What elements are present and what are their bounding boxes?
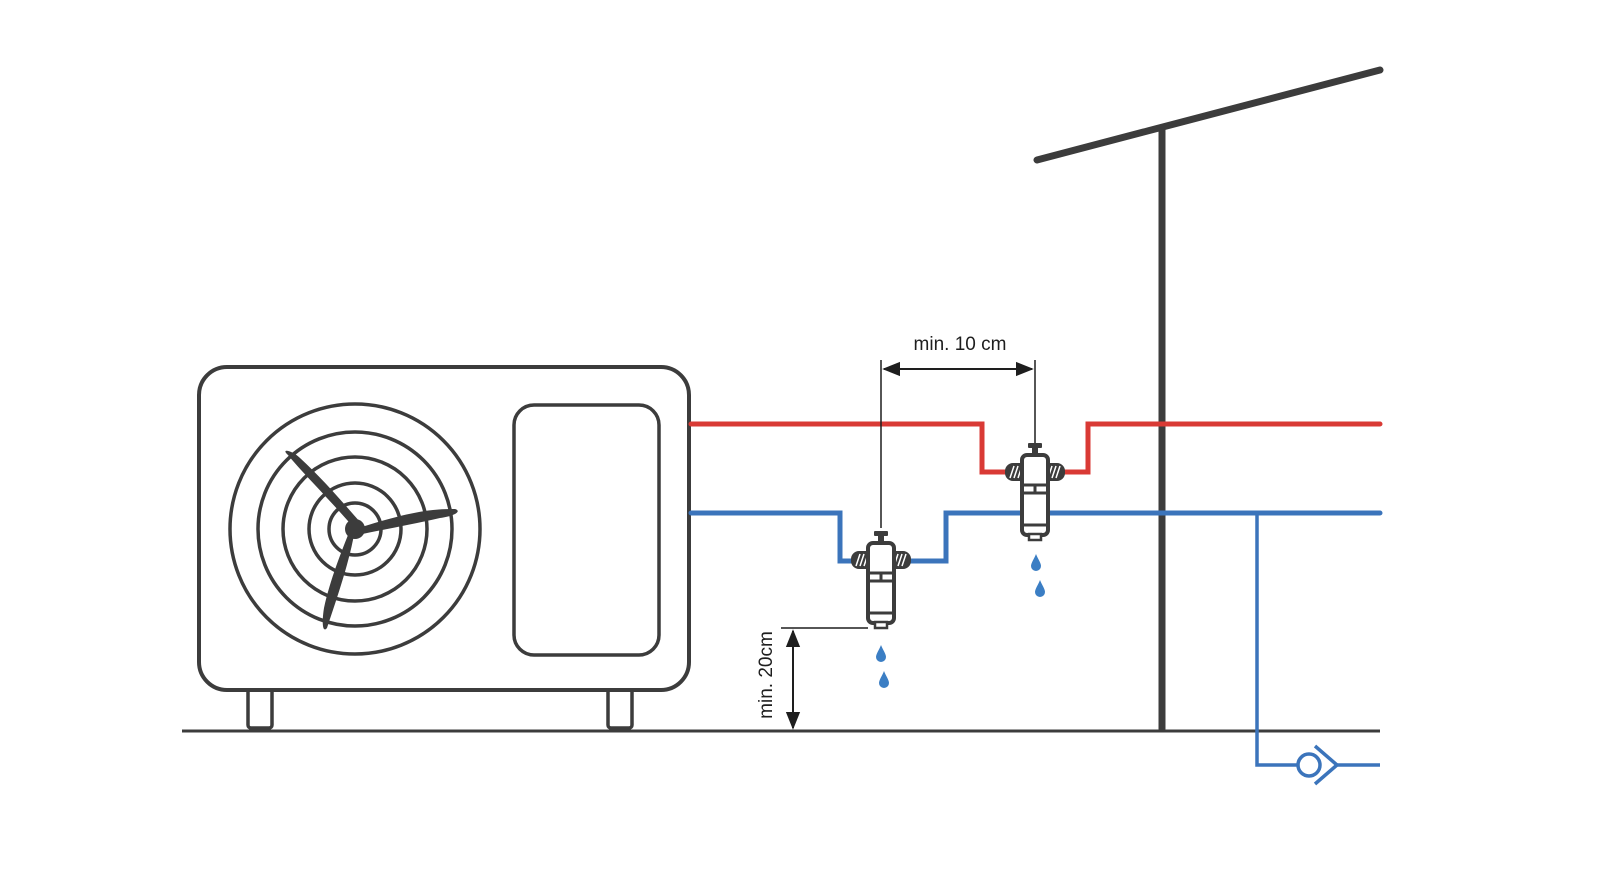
valve-return — [849, 360, 913, 630]
dimension-vertical: min. 20cm — [756, 627, 868, 730]
fan-blades-icon — [285, 450, 458, 630]
check-valve — [1255, 513, 1380, 786]
unit-foot-left — [246, 686, 274, 730]
unit-panel — [512, 403, 661, 657]
water-drop-icon — [876, 645, 886, 662]
water-drop-icon — [1035, 580, 1045, 597]
spacing-label: min. 10 cm — [914, 334, 1007, 355]
valve-supply — [1003, 360, 1067, 542]
outdoor-unit — [197, 365, 691, 730]
water-drop-icon — [1031, 554, 1041, 571]
unit-housing — [197, 365, 691, 692]
fan-grille — [228, 402, 482, 656]
clearance-label: min. 20cm — [756, 631, 777, 719]
water-drops — [876, 554, 1045, 688]
unit-foot-right — [606, 686, 634, 730]
water-drop-icon — [879, 671, 889, 688]
building-wall — [1033, 66, 1384, 733]
dimension-horizontal: min. 10 cm — [882, 334, 1034, 377]
